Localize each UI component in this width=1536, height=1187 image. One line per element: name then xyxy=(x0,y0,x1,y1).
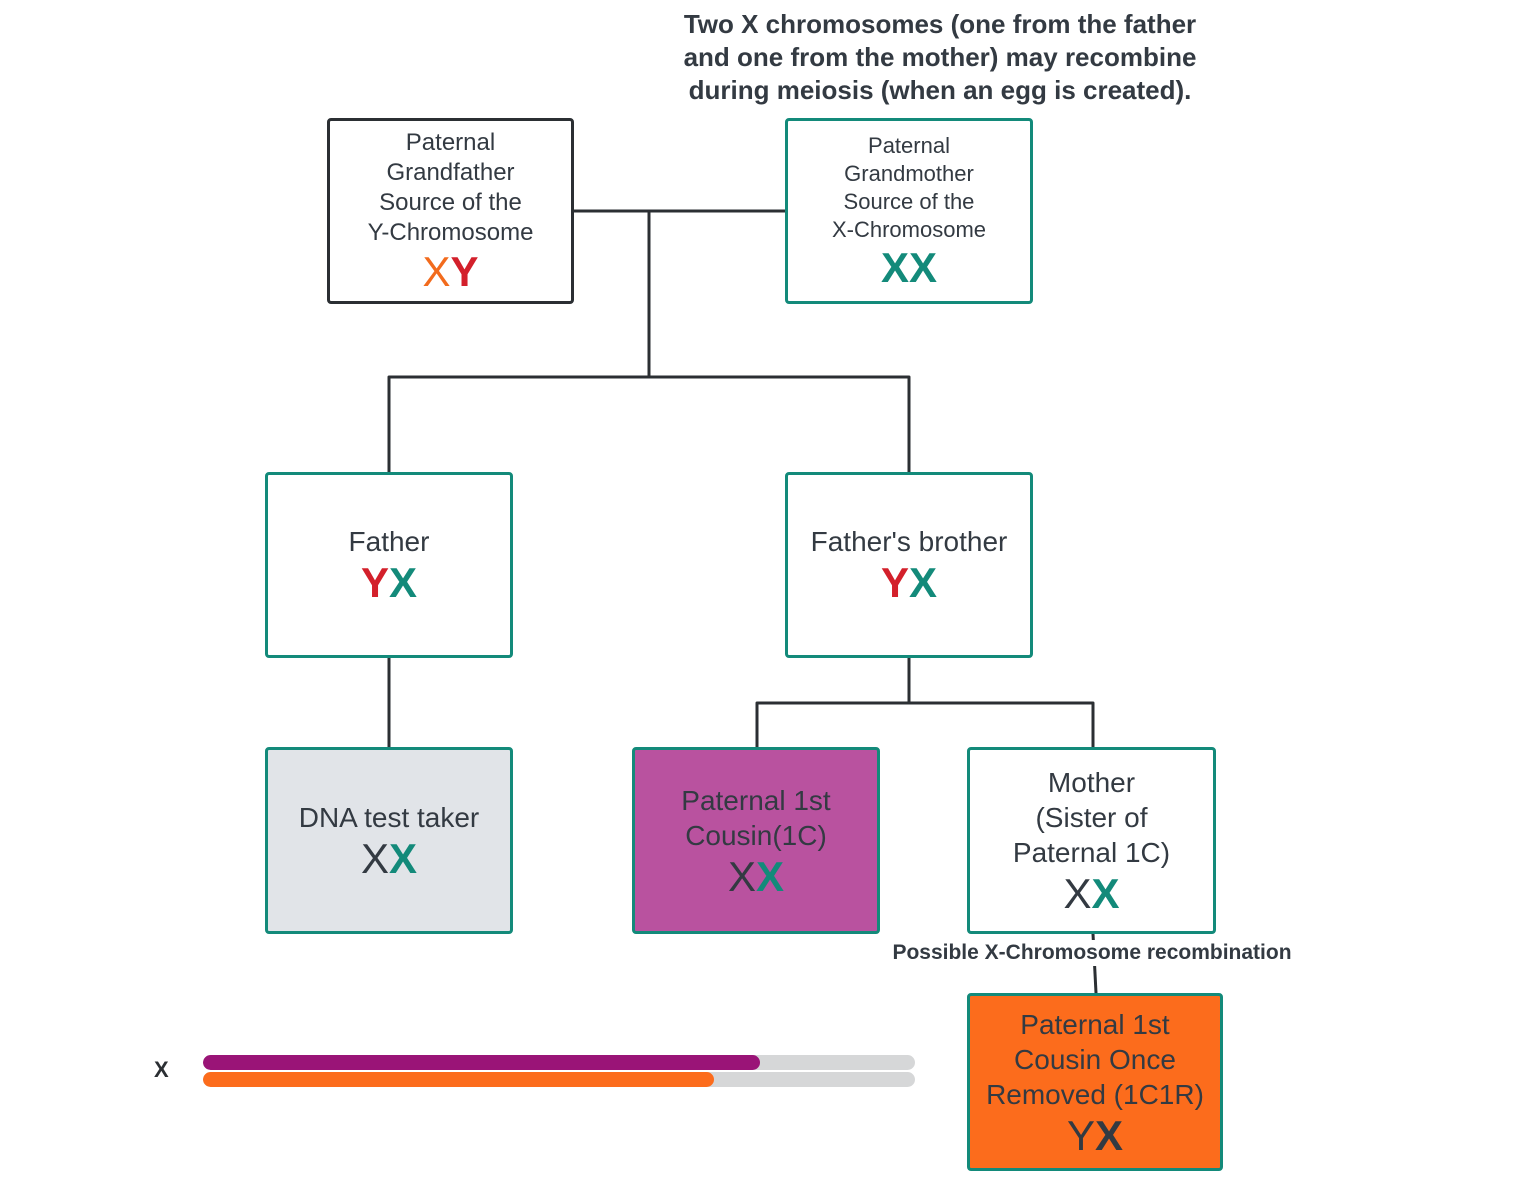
chromosome-x-1: X xyxy=(880,244,909,291)
paternal-grandfather-label: Paternal Grandfather Source of the Y-Chr… xyxy=(367,129,534,246)
x-match-bar-2-fill xyxy=(203,1072,715,1087)
paternal-grandmother-box: Paternal Grandmother Source of the X-Chr… xyxy=(785,118,1033,304)
chromosome-x-2: X xyxy=(909,559,938,606)
x-chromosome-bar-label: X xyxy=(154,1057,169,1082)
paternal-grandmother-label: Paternal Grandmother Source of the X-Chr… xyxy=(831,133,987,242)
chromosome-x-1: X xyxy=(727,852,756,900)
chromosome-x-2: X xyxy=(909,244,938,291)
mother-label: Mother (Sister of Paternal 1C) xyxy=(1012,767,1171,868)
chromosome-y-1: Y xyxy=(880,559,909,606)
chromosome-x-2: X xyxy=(756,852,785,900)
chromosome-y-1: Y xyxy=(360,559,389,606)
cousins-connector-line xyxy=(755,701,1095,749)
fathers-brother-label: Father's brother xyxy=(810,526,1008,557)
chromosome-x-1: X xyxy=(360,834,389,882)
chromosome-x-1: X xyxy=(422,248,451,295)
paternal-1c1r-box: Paternal 1st Cousin Once Removed (1C1R) … xyxy=(967,993,1223,1171)
paternal-1c-label: Paternal 1st Cousin(1C) xyxy=(681,784,831,851)
chromosome-x-2: X xyxy=(389,834,418,882)
chromosome-x-2: X xyxy=(389,559,418,606)
paternal-grandfather-box: Paternal Grandfather Source of the Y-Chr… xyxy=(327,118,574,304)
meiosis-note: Two X chromosomes (one from the father a… xyxy=(683,9,1197,105)
chromosome-x-2: X xyxy=(1095,1111,1124,1159)
paternal-1c1r-label: Paternal 1st Cousin Once Removed (1C1R) xyxy=(986,1008,1204,1110)
father-label: Father xyxy=(348,526,430,557)
dna-test-taker-label: DNA test taker xyxy=(298,801,480,833)
x-match-bar-2-track xyxy=(203,1072,915,1087)
chromosome-y-1: Y xyxy=(1066,1111,1095,1159)
sibling-connector-line xyxy=(387,375,911,474)
chromosome-x-2: X xyxy=(1091,870,1120,917)
x-match-bar-1-track xyxy=(203,1055,915,1070)
chromosome-y-2: Y xyxy=(450,248,479,295)
recombination-note: Possible X-Chromosome recombination xyxy=(862,940,1322,966)
x-match-bar-1-fill xyxy=(203,1055,761,1070)
chromosome-x-1: X xyxy=(1063,870,1092,917)
